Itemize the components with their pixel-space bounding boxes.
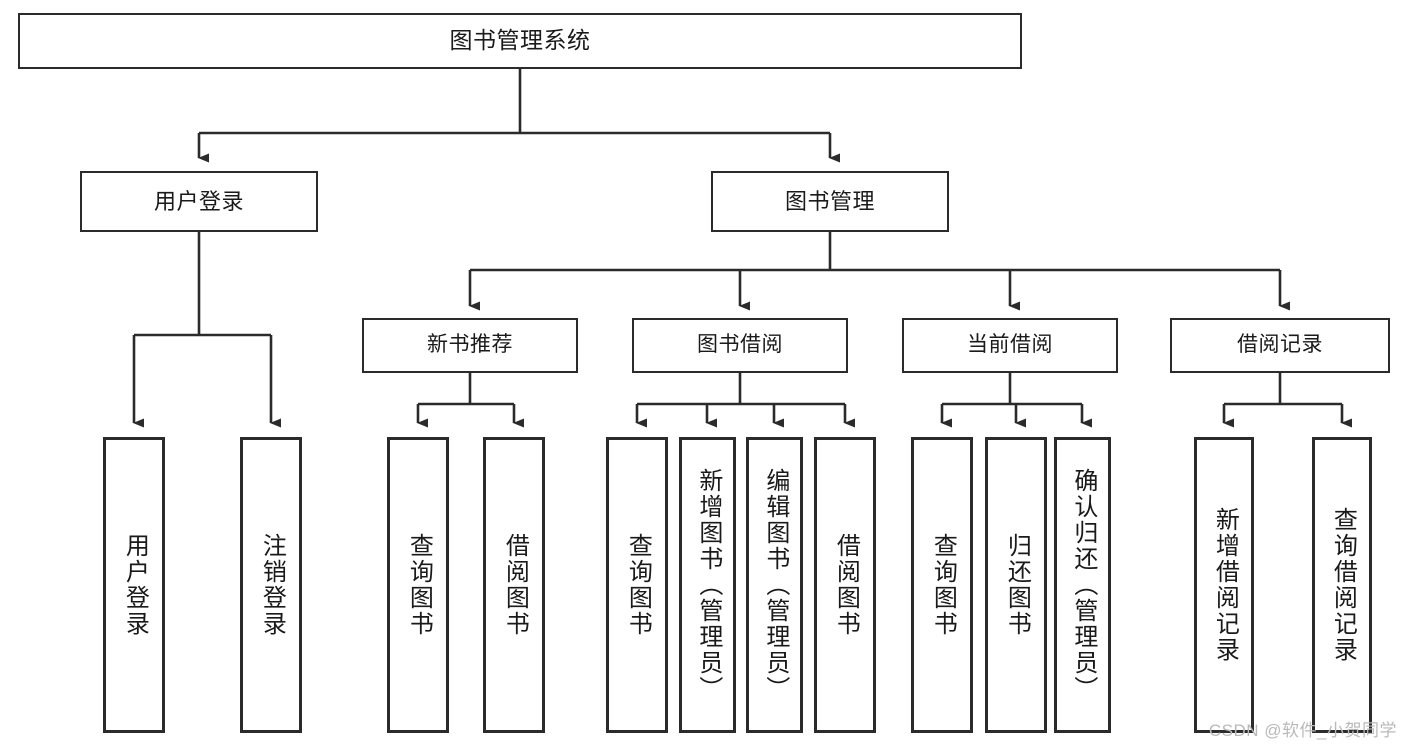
node-book-management-label: 图书管理 [784,188,875,214]
node-current-borrow-label: 当前借阅 [967,333,1053,357]
node-leaf-query-book-3-label: 查询图书 [929,533,957,637]
csdn-watermark: CSDN @软件_小贺同学 [1208,721,1397,740]
node-book-management[interactable]: 图书管理 [711,171,949,232]
node-leaf-add-book-label: 新增图书（管理员） [694,468,722,702]
node-user-login[interactable]: 用户登录 [80,171,318,232]
node-leaf-confirm-return[interactable]: 确认归还（管理员） [1054,437,1111,733]
node-leaf-user-logout-label: 注销登录 [258,533,286,637]
node-new-book-recommend-label: 新书推荐 [427,333,513,357]
node-leaf-add-book[interactable]: 新增图书（管理员） [679,437,736,733]
node-leaf-borrow-book-1-label: 借阅图书 [501,533,529,637]
node-leaf-query-book-2[interactable]: 查询图书 [606,437,668,733]
node-leaf-return-book-label: 归还图书 [1003,533,1031,637]
node-leaf-edit-book[interactable]: 编辑图书（管理员） [746,437,803,733]
node-borrow-record[interactable]: 借阅记录 [1170,318,1390,373]
node-leaf-borrow-book-1[interactable]: 借阅图书 [483,437,545,733]
node-leaf-query-book-3[interactable]: 查询图书 [911,437,973,733]
node-leaf-edit-book-label: 编辑图书（管理员） [761,468,789,702]
node-leaf-query-book-1-label: 查询图书 [405,533,433,637]
node-leaf-query-record-label: 查询借阅记录 [1329,507,1357,663]
node-leaf-add-record-label: 新增借阅记录 [1211,507,1239,663]
node-leaf-borrow-book-2[interactable]: 借阅图书 [814,437,876,733]
node-new-book-recommend[interactable]: 新书推荐 [362,318,578,373]
node-user-login-label: 用户登录 [153,188,244,214]
node-leaf-query-record[interactable]: 查询借阅记录 [1312,437,1372,733]
node-current-borrow[interactable]: 当前借阅 [902,318,1118,373]
node-leaf-add-record[interactable]: 新增借阅记录 [1194,437,1254,733]
node-root[interactable]: 图书管理系统 [18,13,1022,69]
node-leaf-borrow-book-2-label: 借阅图书 [832,533,860,637]
node-leaf-user-login[interactable]: 用户登录 [103,437,165,733]
node-leaf-query-book-2-label: 查询图书 [624,533,652,637]
node-borrow-record-label: 借阅记录 [1237,333,1323,357]
node-book-borrow[interactable]: 图书借阅 [632,318,848,373]
node-leaf-confirm-return-label: 确认归还（管理员） [1069,468,1097,702]
node-leaf-user-login-label: 用户登录 [121,533,149,637]
node-leaf-user-logout[interactable]: 注销登录 [240,437,302,733]
node-leaf-return-book[interactable]: 归还图书 [985,437,1047,733]
node-root-label: 图书管理系统 [449,27,591,54]
node-book-borrow-label: 图书借阅 [697,333,783,357]
node-leaf-query-book-1[interactable]: 查询图书 [387,437,449,733]
